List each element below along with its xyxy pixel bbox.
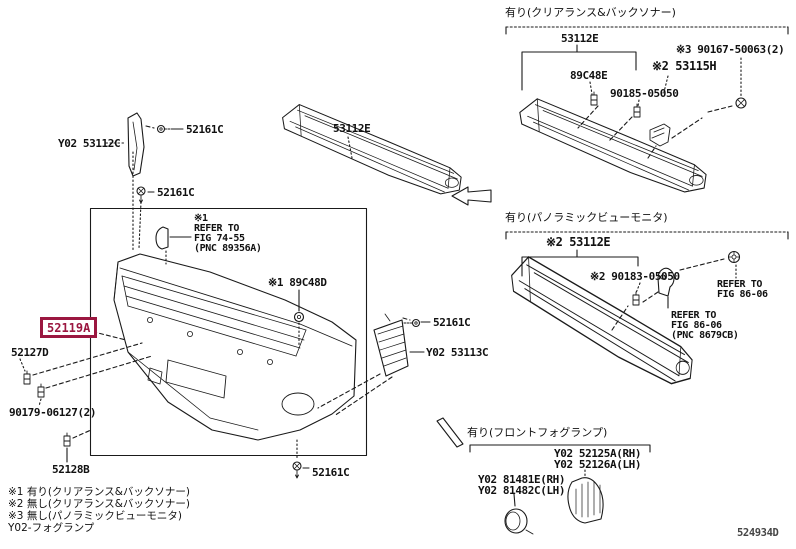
direction-arrow-icon [451,186,492,206]
fog-lamp-sketch [504,508,534,535]
highlighted-part-52119a[interactable]: 52119A [40,317,98,338]
fog-bezel-sketch [567,477,604,524]
part-label-53112e[interactable]: 53112E [561,32,599,45]
section-header-panorama: 有り(パノラミックビューモニタ) [505,211,668,224]
refer-note-fig8606-lower: REFER TO FIG 86-06 (PNC 8679CB) [671,310,739,341]
part-label-53112e-main[interactable]: 53112E [333,122,371,135]
refer-line: REFER TO [671,310,716,321]
part-label-52161c-1[interactable]: 52161C [186,123,224,136]
refer-line: FIG 86-06 [717,289,768,300]
part-label-y02-53112c[interactable]: Y02 53112C [58,137,121,150]
fig7455-part-sketch [155,226,169,250]
part-label-52127d[interactable]: 52127D [11,346,49,359]
part-label-y02-53113c[interactable]: Y02 53113C [426,346,489,359]
part-label-52161c-2[interactable]: 52161C [157,186,195,199]
refer-note-fig7455: ※1 REFER TO FIG 74-55 (PNC 89356A) [194,213,262,254]
refer-line: FIG 86-06 [671,320,722,331]
refer-line: ※1 [194,213,208,224]
part-label-90183-05050[interactable]: ※2 90183-05050 [590,270,680,283]
legend-line-2: ※2 無し(クリアランス&バックソナー) [8,498,190,510]
front-bumper-cover-sketch [113,253,357,441]
part-label-52128b[interactable]: 52128B [52,463,90,476]
refer-line: (PNC 89356A) [194,243,262,254]
camera-bracket-sketch [657,267,675,297]
part-label-y02-52125a[interactable]: Y02 52125A(RH) [554,447,642,460]
part-label-52161c-3[interactable]: 52161C [312,466,350,479]
figure-code: 524934D [737,527,779,539]
refer-line: REFER TO [194,223,239,234]
part-label-90185-05050[interactable]: 90185-05050 [610,87,679,100]
part-label-y02-81482c[interactable]: Y02 81482C(LH) [478,484,566,497]
part-label-53115h[interactable]: ※2 53115H [652,59,717,73]
fog-cover-sketch [373,313,409,377]
legend-notes: ※1 有り(クリアランス&バックソナー) ※2 無し(クリアランス&バックソナー… [8,486,190,534]
part-label-90167-50063[interactable]: ※3 90167-50063(2) [676,43,785,56]
part-label-89c48e[interactable]: 89C48E [570,69,608,82]
part-label-y02-52126a[interactable]: Y02 52126A(LH) [554,458,642,471]
legend-line-3: ※3 無し(パノラミックビューモニタ) [8,510,183,522]
part-label-52161c-4[interactable]: 52161C [433,316,471,329]
part-label-89c48d[interactable]: ※1 89C48D [268,276,327,289]
part-label-53112e-pano[interactable]: ※2 53112E [546,235,611,249]
section-header-sonar: 有り(クリアランス&バックソナー) [505,6,676,19]
part-label-90179-06127[interactable]: 90179-06127(2) [9,406,97,419]
refer-line: (PNC 8679CB) [671,330,739,341]
legend-line-1: ※1 有り(クリアランス&バックソナー) [8,486,190,498]
section-header-fog: 有り(フロントフォグランプ) [467,426,608,439]
screw-90167-icon [735,97,747,109]
part-label-y02-81481e[interactable]: Y02 81481E(RH) [478,473,566,486]
refer-line: REFER TO [717,279,762,290]
legend-line-4: Y02-フォグランプ [8,522,95,534]
corner-bracket-sketch [127,112,145,177]
divider-slash [436,417,464,448]
refer-note-fig8606-upper: REFER TO FIG 86-06 [717,280,768,300]
refer-line: FIG 74-55 [194,233,245,244]
